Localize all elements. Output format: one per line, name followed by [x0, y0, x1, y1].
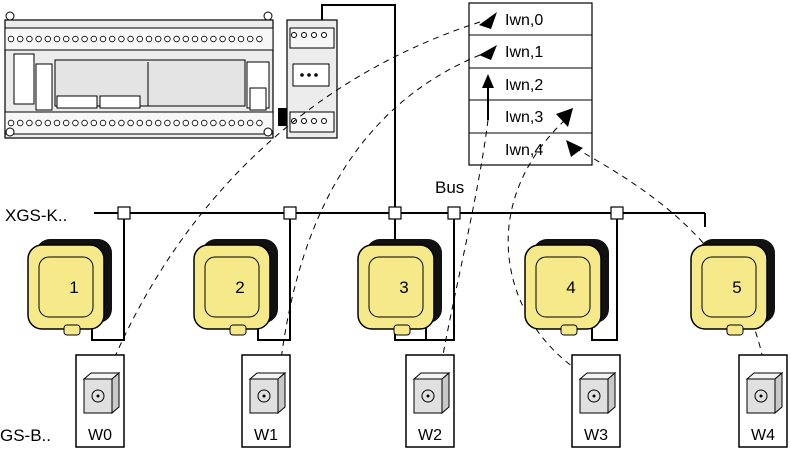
arrow-icon — [479, 12, 497, 29]
terminal-screw — [26, 35, 33, 43]
terminal-screw — [256, 119, 263, 127]
terminal-screw — [44, 119, 51, 127]
terminal-screw — [210, 119, 217, 127]
tag-model-label: GS-B.. — [0, 426, 51, 445]
bus-tap-4 — [447, 206, 461, 220]
reader-number-3: 3 — [399, 278, 408, 297]
terminal-screw — [228, 119, 235, 127]
bus-wiring — [91, 4, 706, 341]
tag-icon — [83, 372, 120, 414]
terminal-screw — [246, 119, 254, 127]
terminal-screw — [191, 119, 199, 127]
terminal-screw — [53, 35, 61, 43]
terminal-screw — [173, 35, 180, 43]
reader-number-1: 1 — [69, 278, 78, 297]
terminal-screw — [90, 35, 97, 43]
word-iwn-1: Iwn,1 — [505, 44, 543, 61]
terminal-screw — [127, 119, 134, 127]
terminal-screw — [108, 35, 116, 43]
terminal-screw — [182, 35, 189, 43]
terminal-screw — [44, 35, 51, 43]
word-iwn-4: Iwn,4 — [505, 142, 543, 159]
tag-icon — [413, 372, 450, 414]
terminal-screw — [145, 119, 153, 127]
terminal-screw — [228, 35, 235, 43]
bus-tap-3 — [388, 206, 402, 220]
reader-number-5: 5 — [732, 278, 741, 297]
terminal-screw — [17, 35, 24, 43]
terminal-screw — [35, 35, 42, 43]
tag-icon — [746, 372, 783, 414]
terminal-screw — [118, 35, 125, 43]
terminal-screw — [72, 35, 79, 43]
terminal-screw — [256, 35, 263, 43]
terminal-screw — [26, 119, 33, 127]
word-iwn-2: Iwn,2 — [505, 77, 543, 94]
arrow-icon — [482, 74, 494, 88]
terminal-screw — [200, 119, 208, 127]
terminal-screw — [90, 119, 97, 127]
terminal-screw — [81, 35, 88, 43]
terminal-screw — [182, 119, 189, 127]
tag-label-w4: W4 — [751, 427, 775, 444]
word-table: Iwn,0 Iwn,1 Iwn,2 Iwn,3 Iwn,4 — [468, 2, 593, 166]
terminal-screw — [136, 35, 143, 43]
tag-label-w1: W1 — [254, 427, 278, 444]
terminal-screw — [173, 119, 180, 127]
terminal-screw — [164, 35, 171, 43]
plc-base-unit — [4, 11, 274, 139]
terminal-screw — [127, 35, 134, 43]
terminal-screw — [136, 119, 143, 127]
terminal-screw — [237, 119, 245, 127]
terminal-screw — [72, 119, 79, 127]
terminal-screw — [81, 119, 88, 127]
reader-number-2: 2 — [235, 278, 244, 297]
terminal-screw — [219, 35, 226, 43]
terminal-screw — [62, 119, 70, 127]
terminal-screw — [118, 119, 125, 127]
tag-icon — [579, 372, 616, 414]
terminal-screw — [191, 35, 199, 43]
terminal-screw — [219, 119, 226, 127]
tag-icon — [249, 372, 286, 414]
bus-tap-5 — [610, 206, 624, 220]
bus-label: Bus — [435, 178, 464, 197]
terminal-screw — [7, 35, 15, 43]
reader-number-4: 4 — [566, 278, 575, 297]
word-iwn-3: Iwn,3 — [505, 109, 543, 126]
tag-label-w0: W0 — [88, 427, 112, 444]
tag-label-w3: W3 — [584, 427, 608, 444]
terminal-screw — [35, 119, 42, 127]
terminal-screw — [164, 119, 171, 127]
terminal-screw — [7, 119, 15, 127]
terminal-screw — [200, 35, 208, 43]
terminal-screw — [62, 35, 70, 43]
tag-label-w2: W2 — [418, 427, 442, 444]
arrow-icon — [566, 140, 583, 157]
word-iwn-0: Iwn,0 — [505, 12, 543, 29]
reader-model-label: XGS-K.. — [5, 206, 67, 225]
terminal-screw — [154, 119, 162, 127]
terminal-screw — [145, 35, 153, 43]
arrow-icon — [556, 108, 573, 127]
terminal-screw — [99, 119, 107, 127]
terminal-screw — [53, 119, 61, 127]
terminal-screw — [237, 35, 245, 43]
terminal-screw — [17, 119, 24, 127]
terminal-screw — [154, 35, 162, 43]
terminal-screw — [108, 119, 116, 127]
bus-tap-2 — [283, 206, 297, 220]
terminal-screw — [246, 35, 254, 43]
bus-tap-1 — [117, 206, 131, 220]
arrow-icon — [479, 45, 497, 60]
bus-coupler-module — [278, 19, 338, 139]
terminal-screw — [99, 35, 107, 43]
terminal-screw — [210, 35, 217, 43]
